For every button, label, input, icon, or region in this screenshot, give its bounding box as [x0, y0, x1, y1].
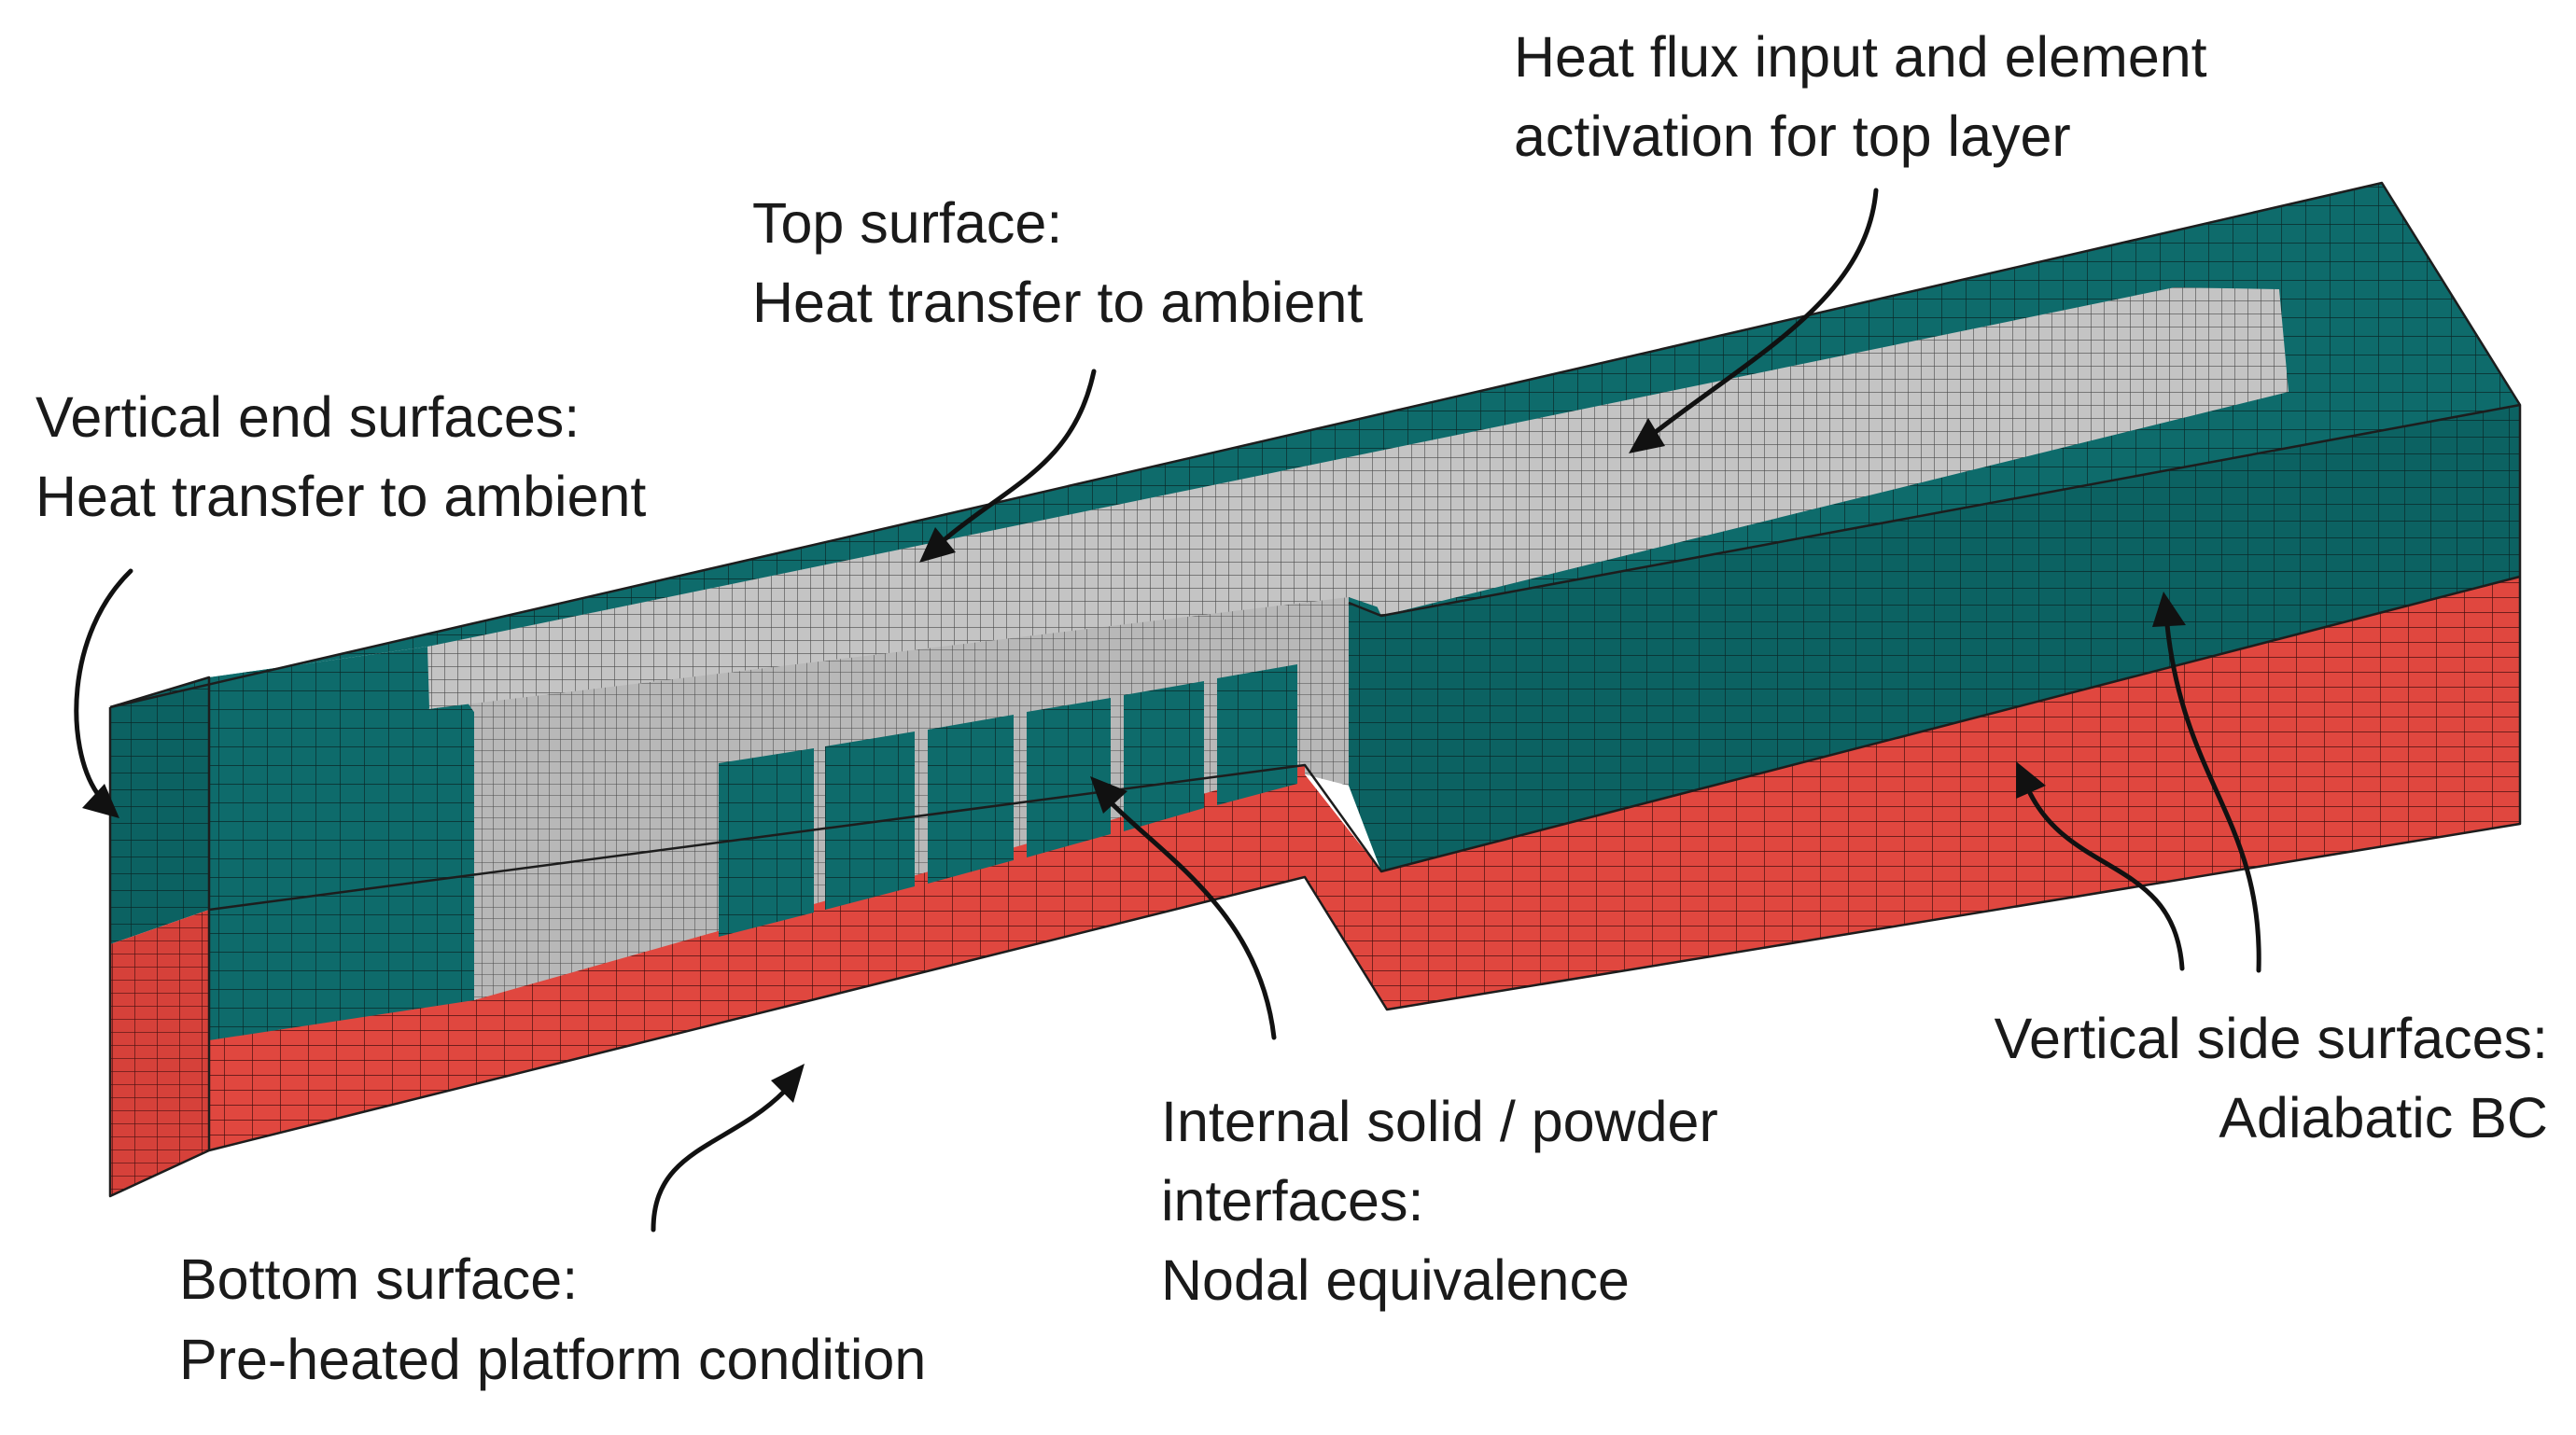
outline	[208, 575, 2521, 912]
arrow-bottom-surface	[651, 1089, 787, 1233]
label-end-surfaces-line1: Vertical end surfaces:	[35, 385, 580, 449]
label-side-surfaces-line2: Adiabatic BC	[2219, 1086, 2548, 1149]
left-end-face-platform	[110, 910, 209, 1196]
label-top-surface-line2: Heat transfer to ambient	[752, 271, 1363, 334]
arrowhead-side-surfaces-2	[2152, 592, 2186, 627]
solid-track	[1027, 698, 1111, 857]
front-solid-right	[1349, 405, 2520, 871]
label-end-surfaces-line2: Heat transfer to ambient	[35, 465, 646, 528]
outline	[108, 181, 2522, 1198]
arrow-end-surfaces	[74, 568, 133, 796]
arrow-internal	[1108, 800, 1277, 1040]
arrowhead-bottom-surface	[771, 1064, 805, 1103]
label-heat-flux-line2: activation for top layer	[1514, 104, 2071, 168]
labels: Heat flux input and element activation f…	[35, 25, 2548, 1391]
front-platform	[209, 577, 2520, 1150]
solid-track	[1124, 681, 1204, 831]
solid-track	[719, 748, 814, 937]
arrow-side-surfaces-2	[2164, 622, 2261, 973]
label-side-surfaces-line1: Vertical side surfaces:	[1995, 1007, 2548, 1070]
label-top-surface-line1: Top surface:	[752, 191, 1062, 255]
label-internal-line2: interfaces:	[1161, 1169, 1423, 1233]
top-powder-main	[427, 287, 2279, 709]
solid-tracks	[719, 664, 1297, 937]
arrow-heat-flux	[1649, 188, 1879, 438]
arrow-top-surface	[940, 369, 1097, 544]
left-end-face-solid	[110, 677, 209, 944]
arrowhead-top-surface	[919, 527, 956, 563]
arrowhead-end-surfaces	[82, 784, 119, 818]
label-internal-line3: Nodal equivalence	[1161, 1248, 1630, 1312]
arrows	[74, 188, 2261, 1233]
arrow-side-surfaces-1	[2027, 790, 2185, 971]
solid-track	[928, 715, 1014, 884]
label-heat-flux-line1: Heat flux input and element	[1514, 25, 2207, 89]
outline	[1348, 403, 2521, 618]
solid-track	[825, 731, 915, 910]
label-bottom-surface-line2: Pre-heated platform condition	[179, 1328, 926, 1391]
arrowhead-internal	[1090, 776, 1127, 814]
front-solid-left	[209, 647, 474, 1040]
mesh-block	[108, 181, 2522, 1198]
top-solid	[110, 183, 2520, 707]
arrowhead-heat-flux	[1629, 418, 1665, 453]
arrowhead-side-surfaces-1	[2016, 761, 2046, 799]
label-bottom-surface-line1: Bottom surface:	[179, 1247, 578, 1311]
solid-track	[1217, 664, 1297, 805]
label-internal-line1: Internal solid / powder	[1161, 1090, 1718, 1153]
outline	[109, 676, 211, 1150]
